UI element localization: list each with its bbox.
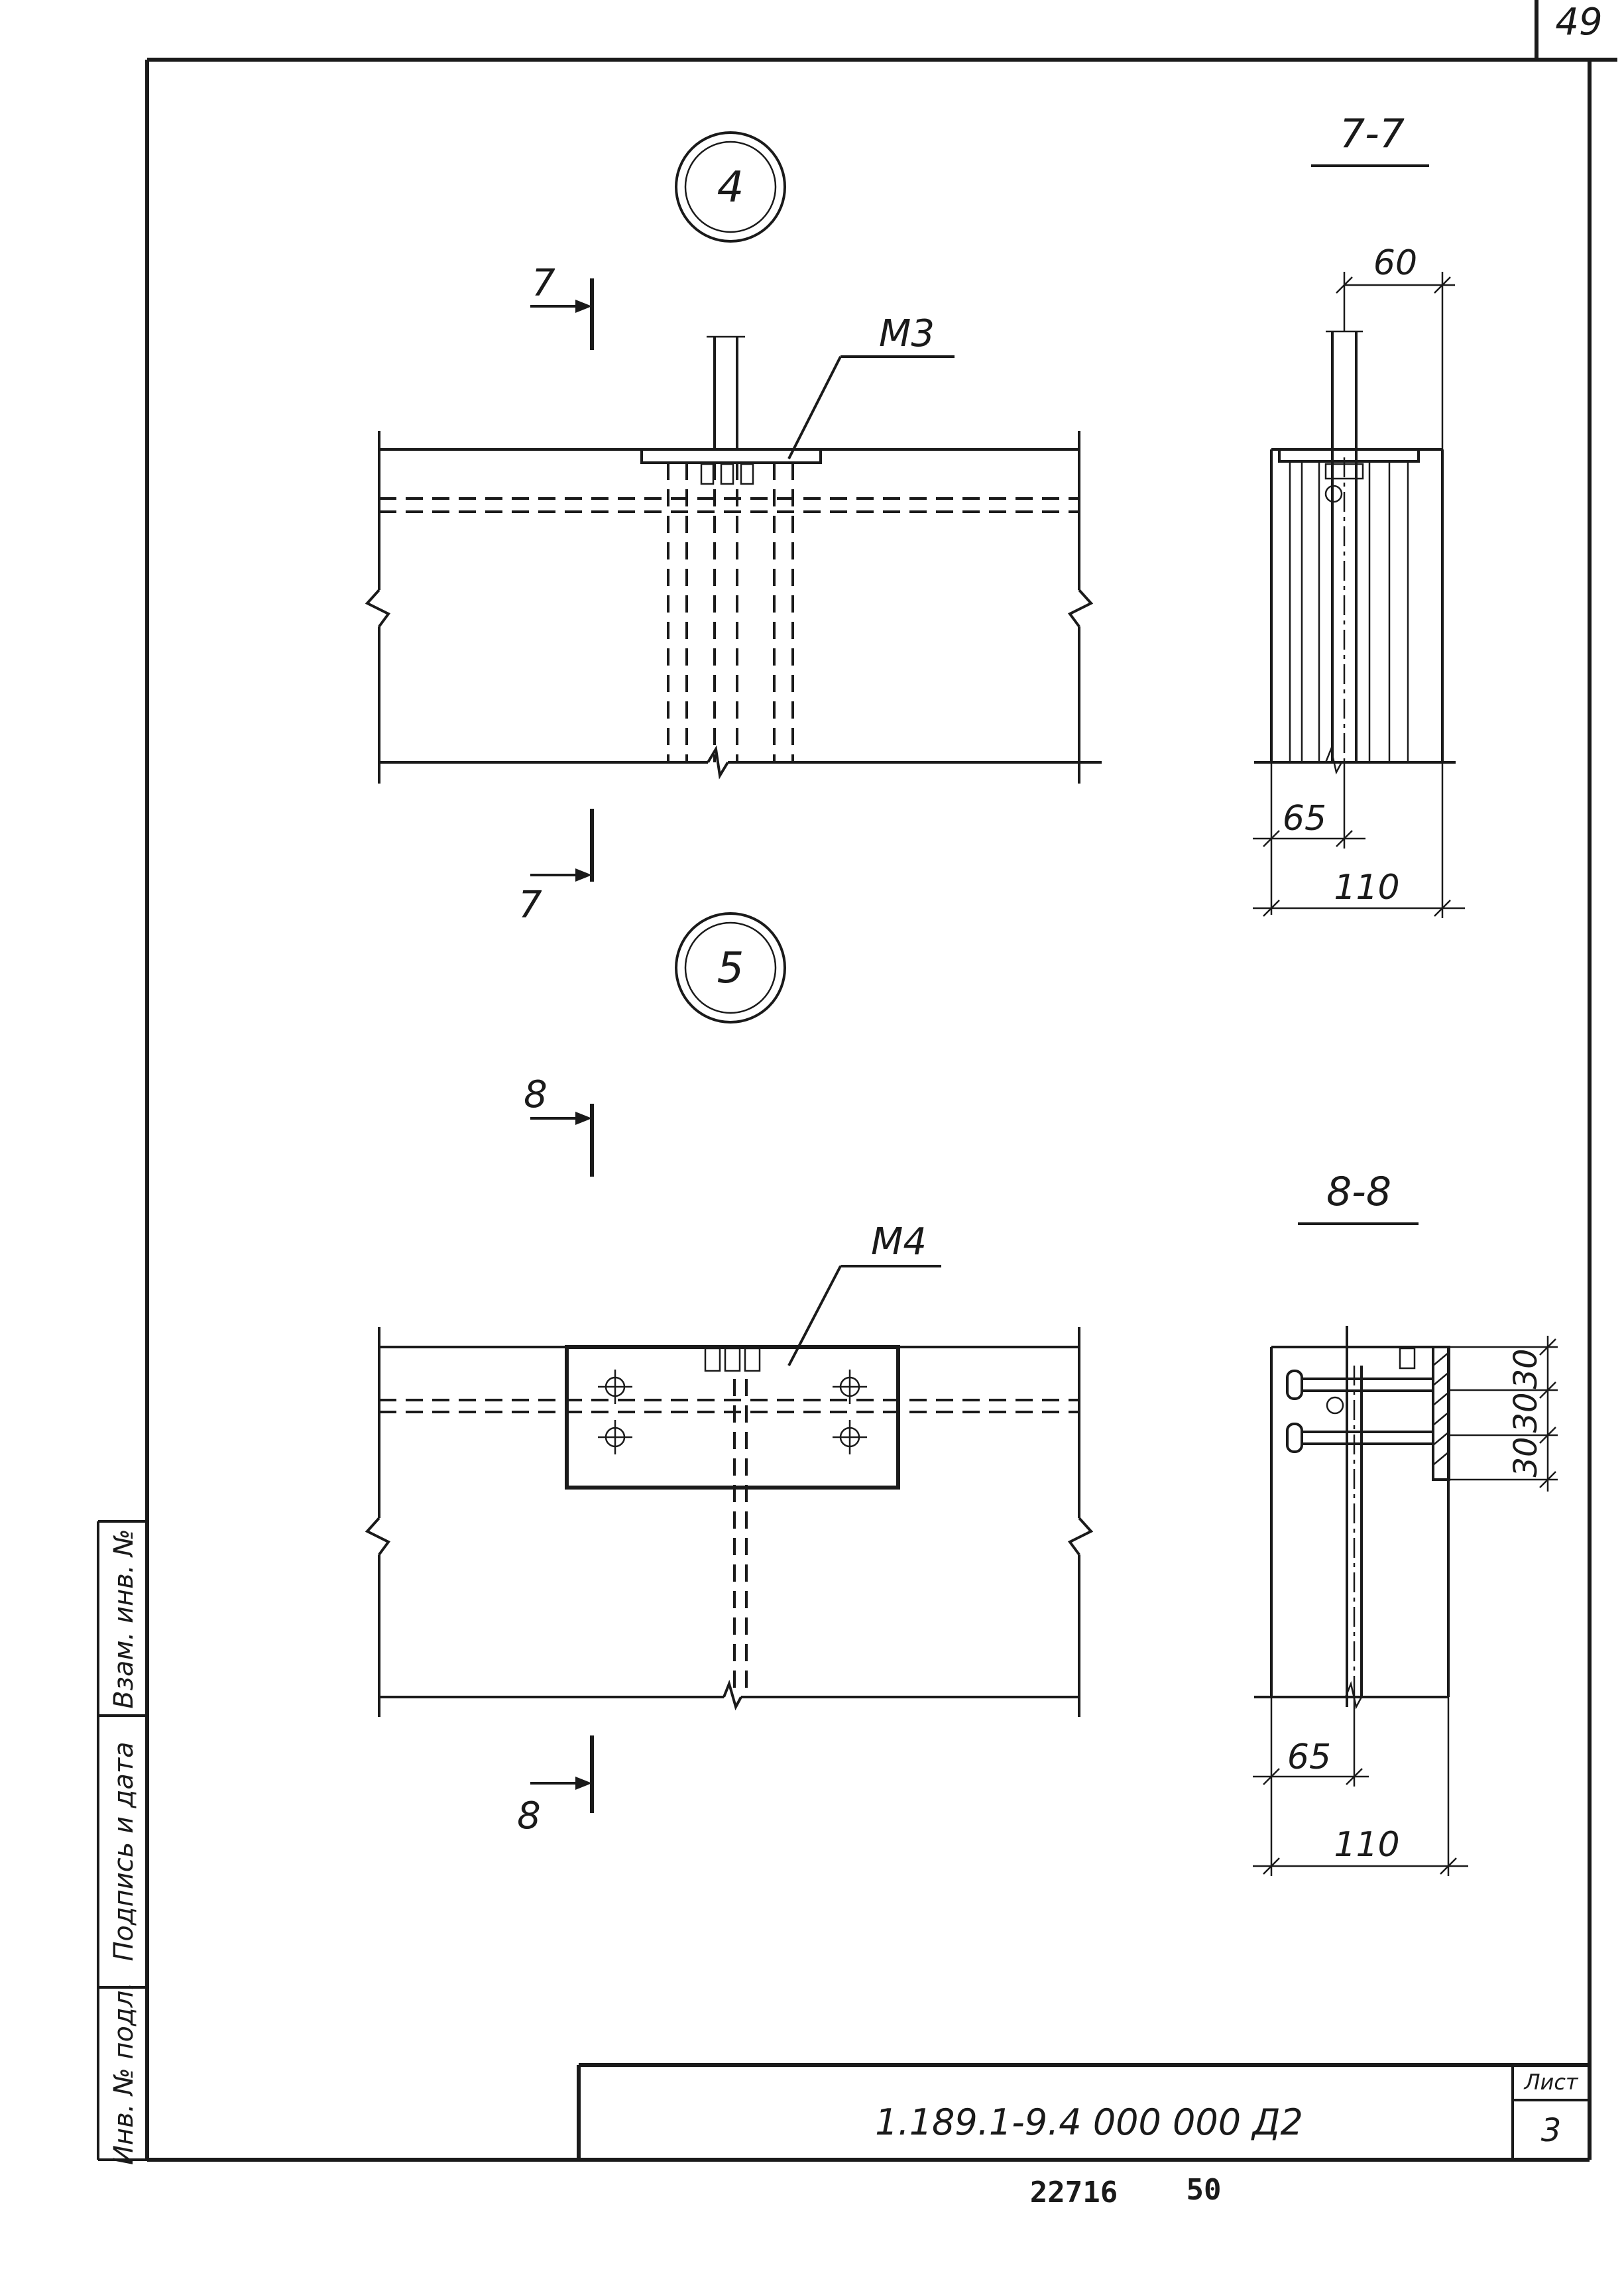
- section-7-7-dim-60: 60: [1373, 243, 1417, 283]
- sheet-label: Лист: [1523, 2070, 1578, 2095]
- section-8-8-dim-30-mid: 30: [1507, 1392, 1544, 1433]
- stamp-podpis-data: Подпись и дата: [109, 1741, 139, 1961]
- detail-4-number: 4: [717, 163, 744, 212]
- stamp-inv-podl: Инв. № подл.: [109, 1982, 139, 2165]
- detail-4-beam: [365, 335, 1102, 784]
- title-block: [577, 2063, 1590, 2160]
- part-label-m3: М3: [879, 312, 935, 355]
- section-7-7-dim-65: 65: [1283, 799, 1326, 839]
- sheet-corner-number: 49: [1555, 1, 1602, 44]
- sheet-number: 3: [1541, 2112, 1562, 2149]
- section-7-7-title: 7-7: [1340, 111, 1405, 157]
- section-7-7-dim-110: 110: [1334, 868, 1399, 908]
- section-8-8-title: 8-8: [1326, 1169, 1391, 1215]
- side-stamp: [97, 1520, 147, 2161]
- section-7-cut-top: [530, 278, 594, 350]
- section-7-mark-top: 7: [532, 262, 555, 305]
- drawing-designation: 1.189.1-9.4 000 000 Д2: [875, 2101, 1303, 2143]
- section-8-mark-bottom: 8: [517, 1794, 541, 1838]
- section-8-mark-top: 8: [524, 1073, 548, 1116]
- section-7-mark-bottom: 7: [518, 884, 542, 927]
- stamp-vzam-inv: Взам. инв. №: [109, 1529, 139, 1709]
- section-8-8-view: [1253, 1326, 1558, 1876]
- detail-5-marker: [675, 912, 786, 1024]
- section-8-8-dim-30-top: 30: [1507, 1348, 1544, 1389]
- bottom-number-left: 22716: [1030, 2176, 1118, 2209]
- section-8-8-dim-110: 110: [1334, 1825, 1399, 1865]
- detail-5-number: 5: [717, 944, 744, 993]
- section-8-8-dim-30-bottom: 30: [1507, 1437, 1544, 1477]
- sheet-frame: [145, 0, 1617, 2162]
- detail-5-beam: [365, 1265, 1094, 1717]
- section-7-cut-bottom: [530, 809, 594, 882]
- section-8-cut-top: [530, 1104, 594, 1177]
- part-label-m4: М4: [871, 1220, 927, 1263]
- detail-4-marker: [675, 131, 786, 243]
- section-8-cut-bottom: [530, 1735, 594, 1813]
- plate-stud-holes: [598, 1370, 867, 1454]
- section-8-8-dim-65: 65: [1287, 1737, 1331, 1777]
- section-7-7-view: [1253, 272, 1465, 918]
- bottom-number-right: 50: [1187, 2173, 1222, 2207]
